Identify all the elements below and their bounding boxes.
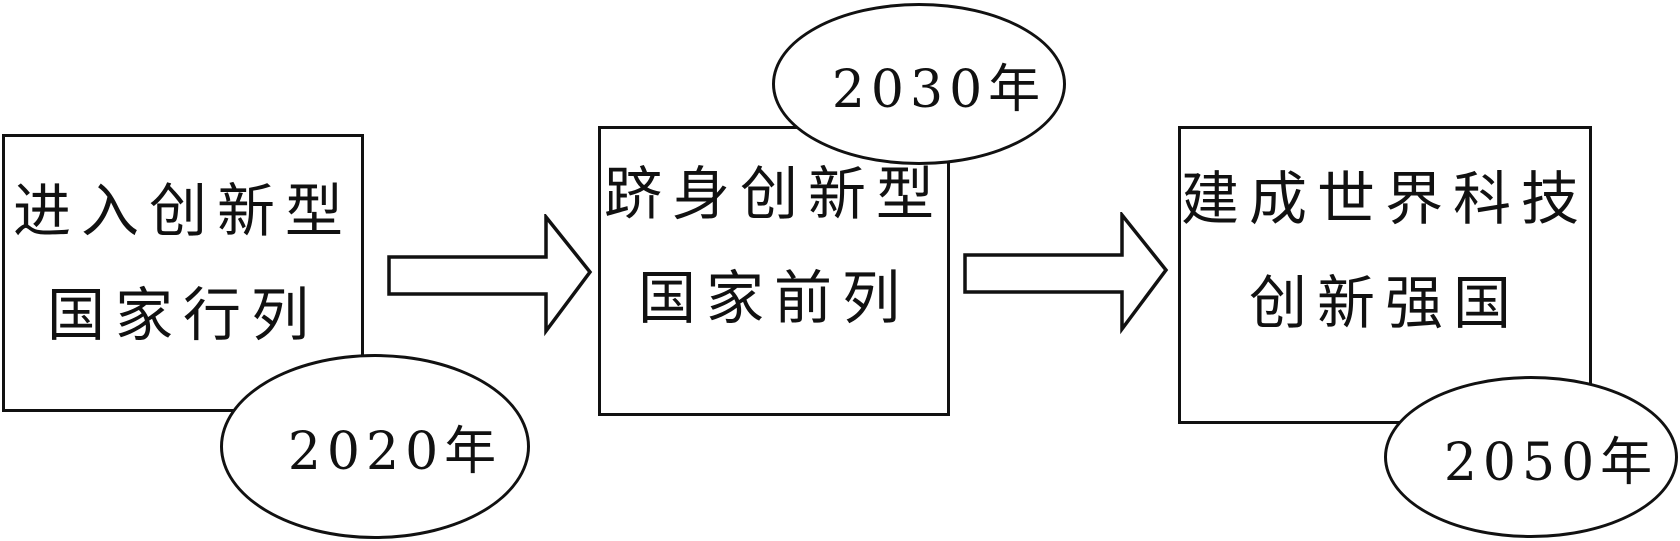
step-3-line-2: 创新强国 (1248, 269, 1521, 337)
step-3-line-1: 建成世界科技 (1181, 165, 1590, 233)
step-1-line-1: 进入创新型 (12, 177, 353, 245)
step-box-2: 跻身创新型 国家前列 (598, 126, 950, 416)
step-1-line-2: 国家行列 (46, 281, 319, 349)
right-arrow-icon (963, 212, 1169, 335)
step-box-3: 建成世界科技 创新强国 (1178, 126, 1592, 424)
year-ellipse-3: 2050年 (1384, 376, 1678, 538)
step-2-line-2: 国家前列 (637, 264, 910, 332)
arrow-shape-1 (387, 214, 593, 337)
step-2-line-1: 跻身创新型 (603, 160, 944, 228)
year-label-2: 2030年 (831, 59, 1047, 120)
arrow-shape-2 (963, 212, 1169, 335)
year-ellipse-2: 2030年 (772, 3, 1066, 165)
year-label-1: 2020年 (287, 422, 503, 482)
right-arrow-icon (387, 214, 593, 337)
step-box-1: 进入创新型 国家行列 (2, 134, 364, 412)
year-label-3: 2050年 (1443, 432, 1659, 493)
year-ellipse-1: 2020年 (220, 354, 530, 539)
